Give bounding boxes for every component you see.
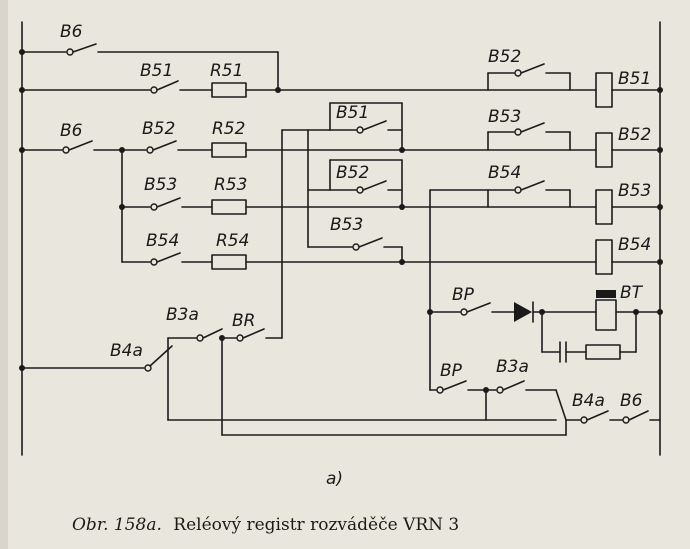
label-bp-top: BP <box>452 285 475 305</box>
resistor-bt <box>585 344 621 360</box>
bottom-contact-row <box>429 380 661 436</box>
relay-coil-b53 <box>595 189 613 225</box>
label-right-b54: B54 <box>488 163 521 183</box>
component-labels: B6 B51 R51 B6 B52 R52 B53 R53 B54 R54 B5… <box>60 22 651 411</box>
row-b53 <box>119 180 663 225</box>
row-b52 <box>19 122 663 168</box>
label-r52: R52 <box>212 119 245 139</box>
label-mid-b51: B51 <box>336 103 369 123</box>
label-relay-b52: B52 <box>618 125 651 145</box>
page-edge <box>0 0 8 549</box>
label-bp-bottom: BP <box>440 361 463 381</box>
label-b4a-bottom: B4a <box>572 391 605 411</box>
label-b6-top: B6 <box>60 22 83 42</box>
figure-label: a) <box>326 469 343 489</box>
label-b52: B52 <box>142 119 175 139</box>
label-bt: BT <box>620 283 644 303</box>
label-b3a-left: B3a <box>166 305 199 325</box>
diode-symbol <box>514 302 532 322</box>
label-b6-left: B6 <box>60 121 83 141</box>
caption-prefix: Obr. 158a. <box>72 515 162 535</box>
resistor-r53 <box>211 199 247 215</box>
lower-left-contacts <box>19 328 567 436</box>
label-mid-b52: B52 <box>336 163 369 183</box>
label-r53: R53 <box>214 175 247 195</box>
label-right-b53: B53 <box>488 107 521 127</box>
row-b6-top <box>19 43 279 91</box>
resistor-r52 <box>211 142 247 158</box>
bt-relay-circuit <box>427 189 663 391</box>
relay-coil-b52 <box>595 132 613 168</box>
label-b51: B51 <box>140 61 173 81</box>
label-relay-b53: B53 <box>618 181 651 201</box>
middle-contact-block <box>281 102 405 339</box>
label-relay-b54: B54 <box>618 235 651 255</box>
relay-coil-bt <box>595 299 617 331</box>
relay-bt-core <box>596 290 616 298</box>
caption-text: Reléový registr rozváděče VRN 3 <box>173 515 459 535</box>
label-b53: B53 <box>144 175 177 195</box>
label-mid-b53: B53 <box>330 215 363 235</box>
label-b3a-bottom: B3a <box>496 357 529 377</box>
row-b54 <box>121 239 663 275</box>
caption: Obr. 158a. Reléový registr rozváděče VRN… <box>72 515 459 535</box>
label-b6-bottom: B6 <box>620 391 643 411</box>
label-relay-b51: B51 <box>618 69 651 89</box>
label-b4a-left: B4a <box>110 341 143 361</box>
resistor-r51 <box>211 82 247 98</box>
row-b51 <box>19 63 663 108</box>
label-right-b52: B52 <box>488 47 521 67</box>
label-r51: R51 <box>210 61 243 81</box>
label-r54: R54 <box>216 231 249 251</box>
label-br: BR <box>232 311 255 331</box>
relay-coil-b54 <box>595 239 613 275</box>
relay-coil-b51 <box>595 72 613 108</box>
label-b54: B54 <box>146 231 179 251</box>
resistor-r54 <box>211 254 247 270</box>
